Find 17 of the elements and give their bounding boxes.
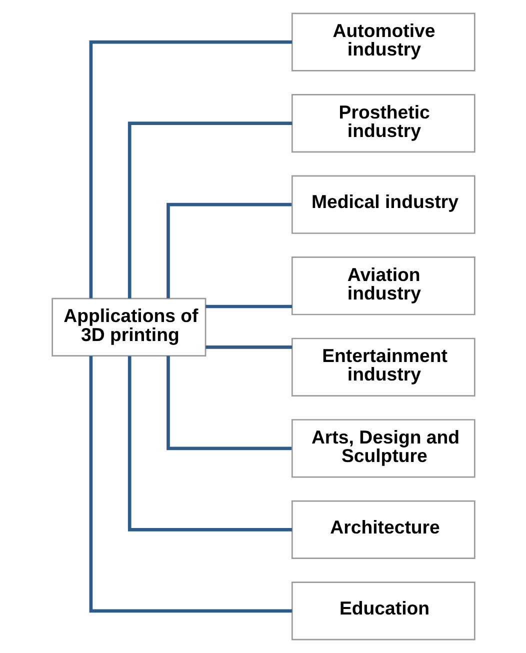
connector [127,356,292,532]
connector [88,40,292,298]
node-box: Education [290,582,475,640]
node-box: Prosthetic industry [290,94,475,153]
node-box: Applications of 3D printing [51,298,206,356]
connector [127,122,292,298]
node-box: Arts, Design and Sculpture [290,419,475,478]
node-box: Entertainment industry [290,338,475,396]
node-box: Aviation industry [290,256,475,316]
node-box: Medical industry [290,175,475,234]
connector [205,345,292,349]
connector [88,356,292,613]
node-box: Automotive industry [290,12,475,72]
connector [166,356,292,450]
connector [166,202,292,298]
connector [205,304,292,308]
node-box: Architecture [290,500,475,559]
